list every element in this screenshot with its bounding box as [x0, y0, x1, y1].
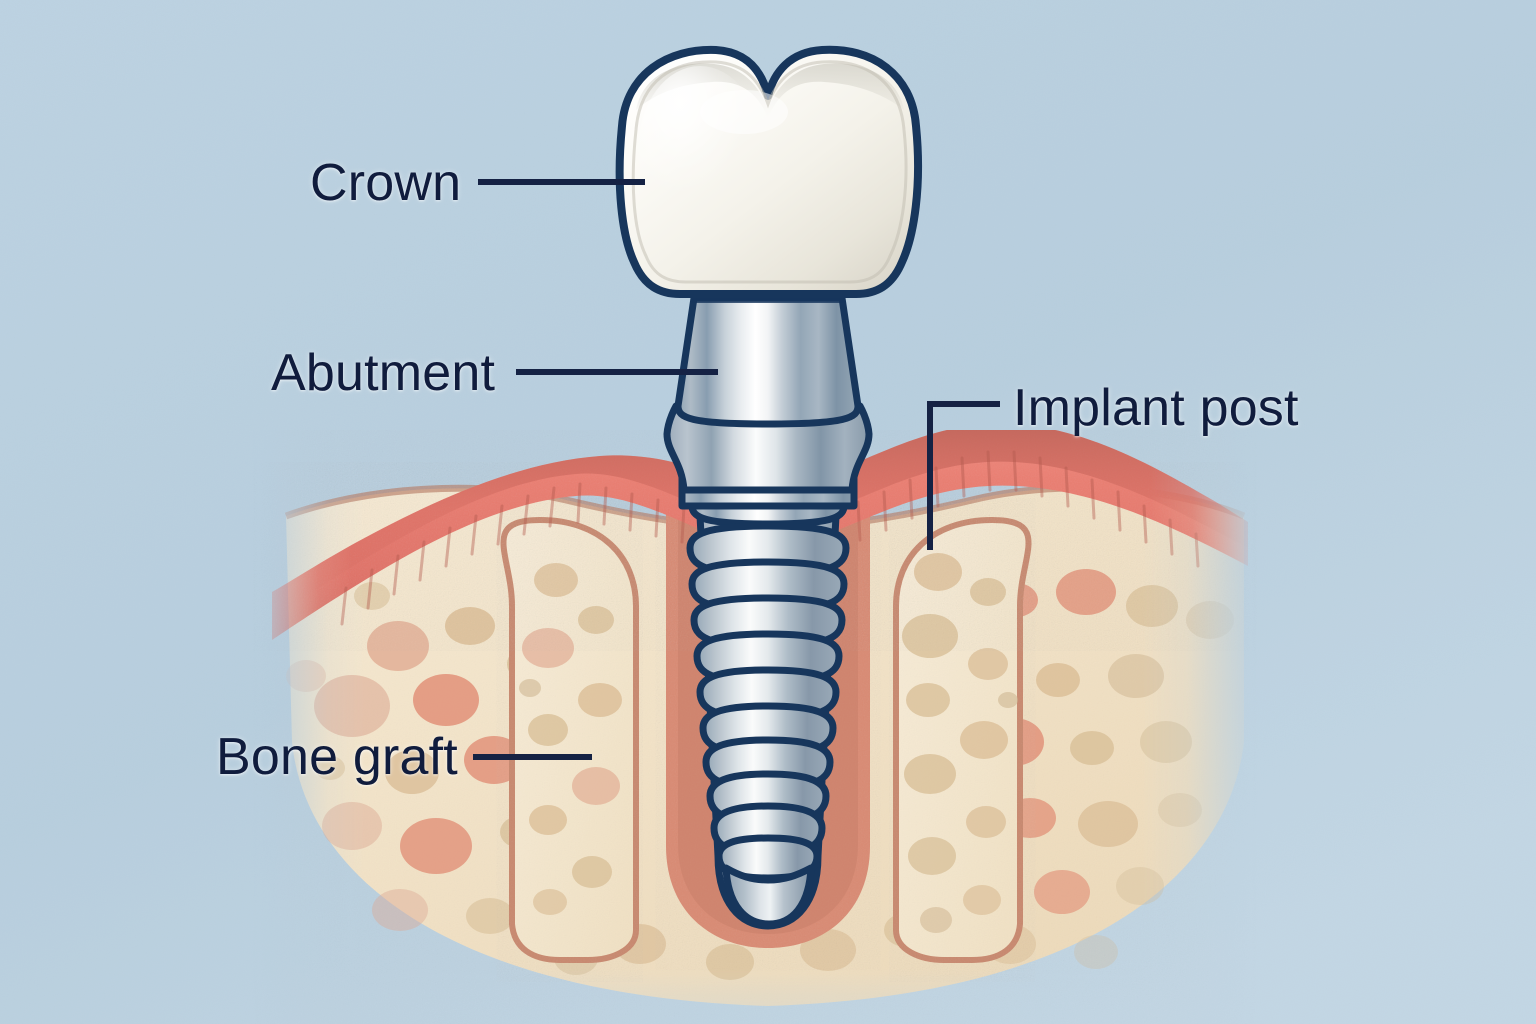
bone-graft-left	[500, 516, 639, 963]
label-bone-graft: Bone graft	[216, 728, 458, 786]
crown-inner-rim	[631, 60, 908, 284]
label-crown: Crown	[310, 154, 462, 212]
bone-graft-right	[893, 516, 1032, 963]
implant-threads	[686, 522, 850, 882]
label-abutment: Abutment	[271, 344, 496, 402]
crown	[615, 45, 923, 298]
abutment-column	[674, 294, 862, 428]
abutment	[663, 294, 873, 510]
leader-line-implant-post	[927, 401, 1000, 550]
implant-post	[686, 484, 850, 930]
abutment-waist	[663, 402, 873, 494]
label-implant-post: Implant post	[1013, 379, 1299, 437]
crown-highlight-small	[700, 90, 788, 134]
leader-lines	[473, 179, 1000, 760]
implant-tip-cap	[722, 864, 815, 928]
